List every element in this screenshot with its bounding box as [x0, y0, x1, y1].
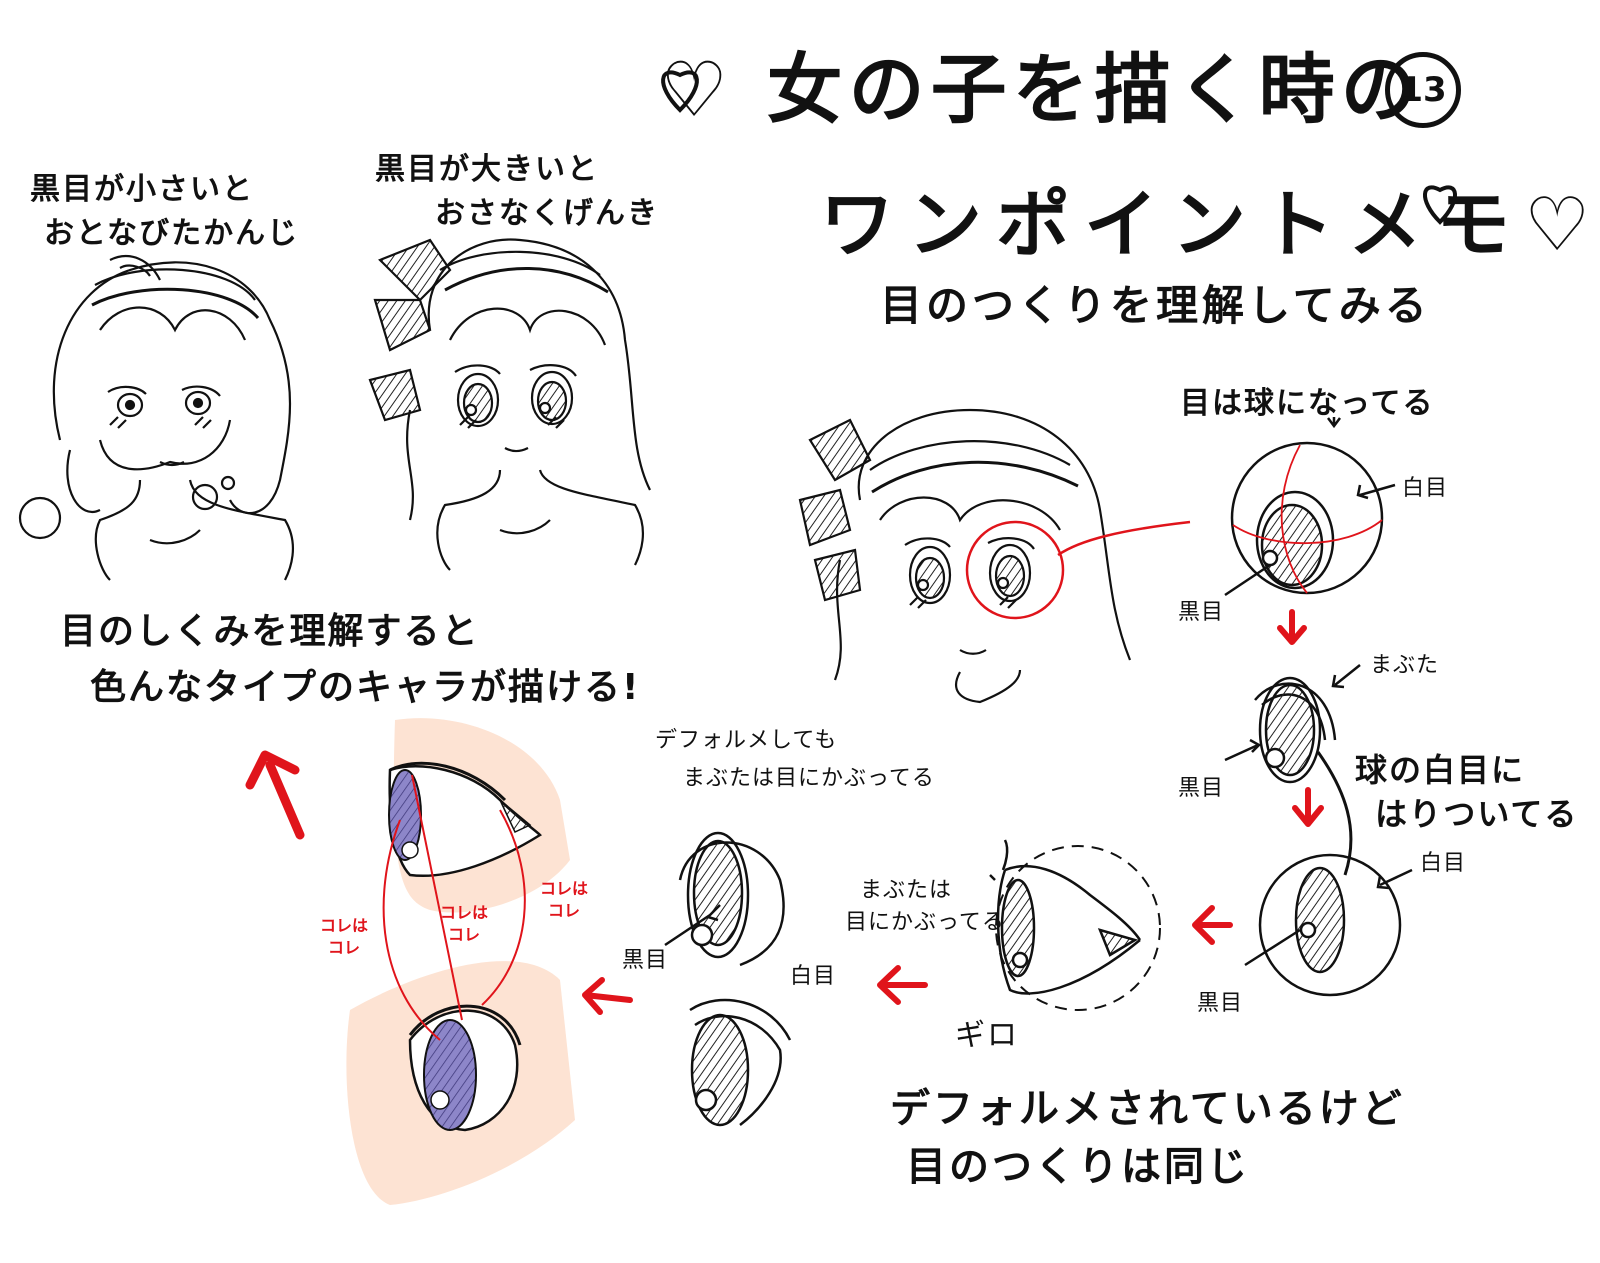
large-pupil-caption-line1: 黒目が大きいと	[375, 152, 599, 187]
pupil-label-3: 黒目	[1197, 991, 1244, 1016]
heart-icons	[661, 70, 1457, 225]
side-view-eye-illustration	[989, 839, 1161, 1011]
correspondence-note-right: コレは コレ	[540, 878, 588, 922]
correspondence-left-line1: コレは	[320, 916, 369, 935]
large-pupil-caption-line2: おさなくげんき	[435, 196, 659, 231]
subtitle: 目のつくりを理解してみる	[880, 281, 1431, 330]
deformed-eye-illustration-2	[689, 998, 792, 1127]
eyeball-attached-diagram	[1244, 853, 1413, 997]
stuck-note-line2: はりついてる	[1375, 795, 1579, 833]
eyeball-eyelid-diagram	[1224, 664, 1361, 876]
stuck-on-sphere-note: 球の白目に はりついてる	[1355, 748, 1578, 836]
title-line-1: ♡ 女の子を描く時の	[660, 45, 1423, 134]
correspondence-right-line2: コレ	[548, 901, 581, 920]
eye-callout-red-circle	[965, 520, 1191, 620]
deformed-note-line2: まぶたは目にかぶってる	[683, 766, 935, 791]
deformed-note-line1: デフォルメしても	[655, 728, 838, 753]
correspondence-note-left: コレは コレ	[320, 915, 368, 959]
eyeball-sphere-diagram	[1224, 417, 1396, 597]
middle-note-line2: 色んなタイプのキャラが描ける!	[90, 667, 641, 708]
realistic-eye-illustration-bottom	[346, 961, 575, 1205]
correspondence-center-line2: コレ	[448, 925, 481, 944]
girl-large-pupil-illustration	[368, 238, 651, 571]
pupil-label-2: 黒目	[1178, 776, 1225, 801]
small-pupil-caption-line1: 黒目が小さいと	[30, 172, 254, 207]
title-line-2: ワンポイントメモ♡	[820, 182, 1600, 268]
episode-number-badge: 13	[1385, 52, 1461, 128]
red-flow-arrows	[245, 609, 1324, 1015]
side-eye-note-line1: まぶたは	[860, 878, 953, 903]
girl-eye-model-illustration	[798, 408, 1132, 704]
side-eye-note-line2: 目にかぶってる	[845, 910, 1005, 935]
middle-note-line1: 目のしくみを理解すると	[60, 611, 480, 652]
correspondence-right-line1: コレは	[540, 879, 589, 898]
middle-note: 目のしくみを理解すると 色んなタイプのキャラが描ける!	[60, 604, 640, 716]
small-pupil-caption-line2: おとなびたかんじ	[44, 216, 300, 251]
correspondence-note-center: コレは コレ	[440, 902, 488, 946]
bottom-note-line2: 目のつくりは同じ	[906, 1144, 1250, 1190]
stuck-note-line1: 球の白目に	[1355, 751, 1526, 789]
deformed-eye-note: デフォルメしても まぶたは目にかぶってる	[655, 722, 935, 798]
eyeball-heading: 目は球になってる	[1180, 386, 1435, 421]
small-pupil-caption: 黒目が小さいと おとなびたかんじ	[30, 168, 299, 256]
pupil-label: 黒目	[1178, 600, 1225, 625]
correspondence-center-line1: コレは	[440, 903, 489, 922]
side-eye-eyelid-note: まぶたは 目にかぶってる	[845, 875, 1005, 939]
correspondence-left-line2: コレ	[328, 938, 361, 957]
girl-small-pupil-illustration	[18, 255, 294, 581]
bottom-note-line1: デフォルメされているけど	[890, 1086, 1405, 1132]
white-of-eye-label-2: 白目	[1420, 851, 1467, 876]
correspondence-red-lines	[382, 774, 526, 1041]
deformed-white-label: 白目	[790, 964, 837, 989]
large-pupil-caption: 黒目が大きいと おさなくげんき	[375, 148, 659, 236]
white-of-eye-label: 白目	[1402, 476, 1449, 501]
deformed-eye-illustration-1	[664, 831, 785, 967]
eyelid-label: まぶた	[1370, 653, 1440, 678]
bottom-note: デフォルメされているけど 目のつくりは同じ	[890, 1080, 1405, 1196]
giro-sound-effect: ギロ	[955, 1018, 1019, 1053]
deformed-pupil-label: 黒目	[622, 948, 669, 973]
